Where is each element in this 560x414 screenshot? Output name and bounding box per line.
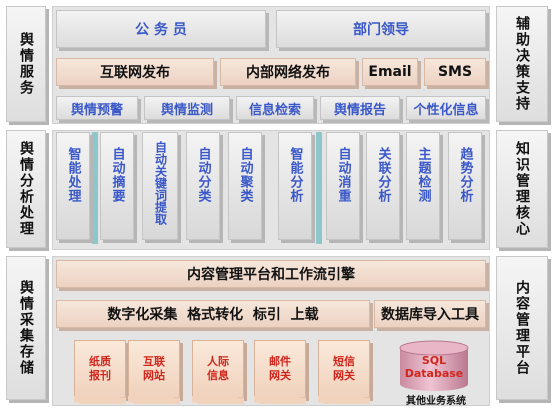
analysis-trend-label: 趋势分析 xyxy=(457,147,473,203)
other-system-label: 其他业务系统 xyxy=(406,396,466,407)
content-platform-label: 内容管理平台和工作流引擎 xyxy=(187,267,355,283)
service-monitor: 舆情监测 xyxy=(144,96,230,120)
analysis-intelligent-processing-label: 智能处理 xyxy=(65,147,81,203)
analysis-association-label: 关联分析 xyxy=(375,147,391,203)
analysis-dedup: 自动消重 xyxy=(326,132,360,240)
service-personalized: 个性化信息 xyxy=(406,96,486,120)
layer-analysis: 舆情分析处理 xyxy=(6,130,46,248)
analysis-topic-detection: 主题检测 xyxy=(406,132,440,240)
service-report: 舆情报告 xyxy=(320,96,400,120)
user-department-leader: 部门领导 xyxy=(276,10,486,48)
channel-email-label: Email xyxy=(368,64,412,80)
right-knowledge: 知识管理核心 xyxy=(496,130,548,248)
user-civil-servant: 公 务 员 xyxy=(56,10,266,48)
analysis-auto-clustering: 自动聚类 xyxy=(228,132,262,240)
user-department-leader-label: 部门领导 xyxy=(353,22,409,38)
service-monitor-label: 舆情监测 xyxy=(160,102,213,118)
analysis-intelligent-analysis: 智能分析 xyxy=(278,132,312,240)
service-search-label: 信息检索 xyxy=(248,102,301,118)
right-content: 内容管理平台 xyxy=(496,256,548,400)
layer-service: 舆情服务 xyxy=(6,6,46,122)
channel-intranet: 内部网络发布 xyxy=(220,58,356,86)
analysis-auto-classification-label: 自动分类 xyxy=(195,147,211,203)
source-sms-gateway: 短信网关 xyxy=(318,340,370,404)
layer-analysis-label: 舆情分析处理 xyxy=(18,141,34,237)
service-personalized-label: 个性化信息 xyxy=(413,102,479,118)
analysis-dedup-label: 自动消重 xyxy=(335,147,351,203)
collection-process: 数字化采集 格式转化 标引 上载 xyxy=(56,300,370,328)
source-print-media: 纸质报刊 xyxy=(74,340,126,404)
channel-internet: 互联网发布 xyxy=(56,58,214,86)
analysis-auto-clustering-label: 自动聚类 xyxy=(237,147,253,203)
analysis-intelligent-analysis-label: 智能分析 xyxy=(287,147,303,203)
analysis-keyword-extraction: 自动关键词提取 xyxy=(142,132,178,240)
source-websites-label: 互联网站 xyxy=(143,355,165,382)
service-alert-label: 舆情预警 xyxy=(70,102,123,118)
right-knowledge-label: 知识管理核心 xyxy=(514,141,530,237)
service-search: 信息检索 xyxy=(236,96,314,120)
database-icon: SQL Database xyxy=(398,340,470,392)
db-import-tool: 数据库导入工具 xyxy=(374,300,486,328)
content-platform: 内容管理平台和工作流引擎 xyxy=(56,260,486,288)
analysis-topic-detection-label: 主题检测 xyxy=(415,147,431,203)
channel-sms-label: SMS xyxy=(437,64,473,80)
source-mail-gateway: 邮件网关 xyxy=(254,340,306,404)
analysis-divider xyxy=(316,132,322,244)
layer-service-label: 舆情服务 xyxy=(18,32,34,96)
collection-process-label: 数字化采集 格式转化 标引 上载 xyxy=(107,307,319,323)
channel-email: Email xyxy=(362,58,418,86)
source-websites: 互联网站 xyxy=(128,340,180,404)
user-civil-servant-label: 公 务 员 xyxy=(135,22,187,38)
service-report-label: 舆情报告 xyxy=(333,102,386,118)
channel-sms: SMS xyxy=(424,58,486,86)
analysis-intelligent-processing: 智能处理 xyxy=(56,132,90,240)
source-sms-gateway-label: 短信网关 xyxy=(333,355,355,382)
analysis-auto-summary: 自动摘要 xyxy=(100,132,134,240)
layer-storage: 舆情采集存储 xyxy=(6,256,46,400)
channel-internet-label: 互联网发布 xyxy=(100,65,170,81)
database-label: SQL Database xyxy=(404,354,464,380)
analysis-auto-classification: 自动分类 xyxy=(186,132,220,240)
analysis-trend: 趋势分析 xyxy=(448,132,482,240)
right-decision: 辅助决策支持 xyxy=(496,6,548,122)
source-mail-gateway-label: 邮件网关 xyxy=(269,355,291,382)
layer-storage-label: 舆情采集存储 xyxy=(18,280,34,376)
analysis-divider xyxy=(92,132,98,244)
source-interpersonal-label: 人际信息 xyxy=(207,355,229,382)
db-import-tool-label: 数据库导入工具 xyxy=(381,307,479,323)
analysis-keyword-extraction-label: 自动关键词提取 xyxy=(153,141,168,225)
channel-intranet-label: 内部网络发布 xyxy=(246,65,330,81)
right-decision-label: 辅助决策支持 xyxy=(514,16,530,112)
analysis-auto-summary-label: 自动摘要 xyxy=(109,147,125,203)
source-print-media-label: 纸质报刊 xyxy=(89,355,111,382)
right-content-label: 内容管理平台 xyxy=(514,280,530,376)
analysis-association: 关联分析 xyxy=(366,132,400,240)
service-alert: 舆情预警 xyxy=(56,96,138,120)
source-interpersonal: 人际信息 xyxy=(192,340,244,404)
